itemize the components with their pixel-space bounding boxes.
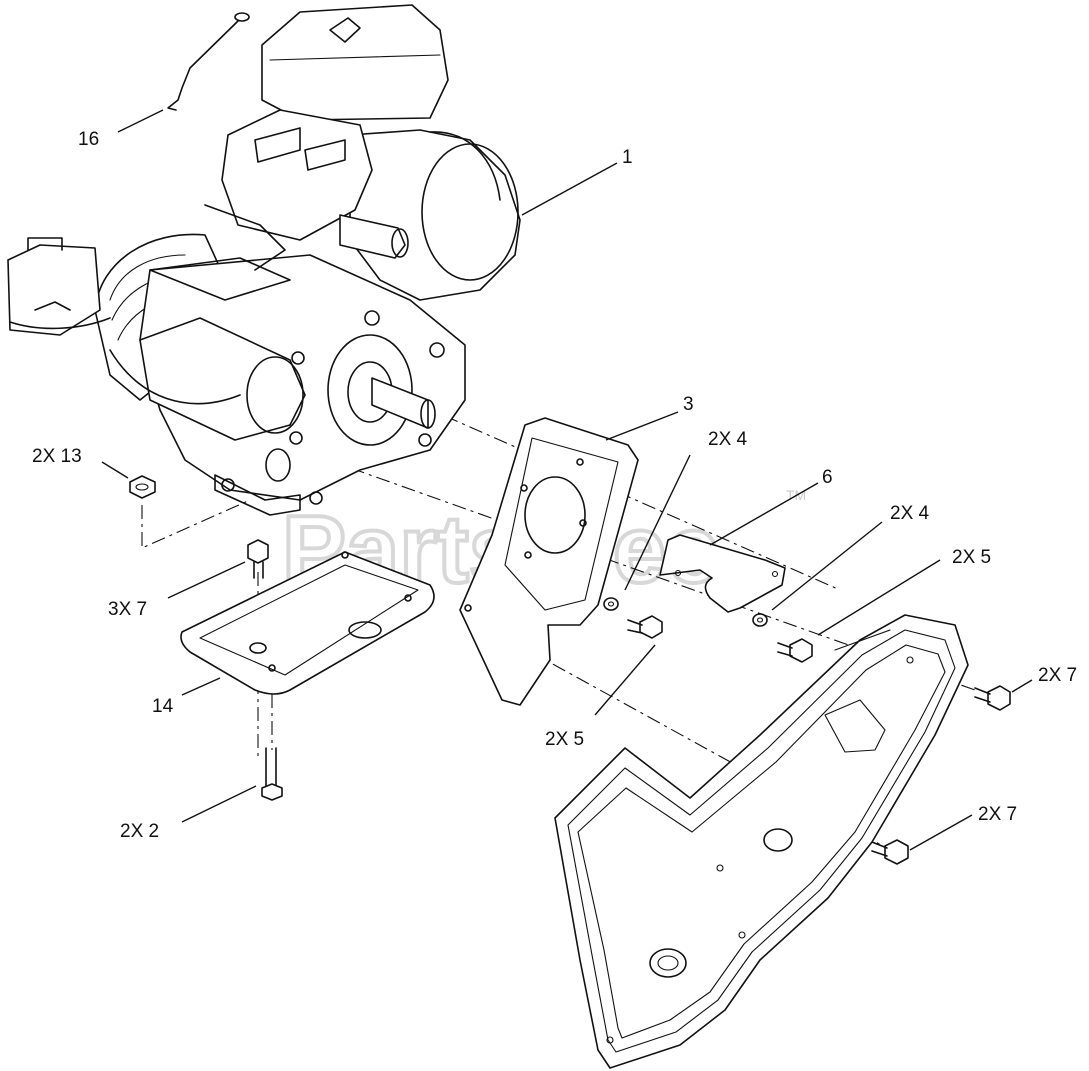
washer-part-4-left (603, 597, 619, 611)
leader-lines (101, 109, 1033, 851)
callout-14: 14 (152, 696, 174, 717)
callout-2x-4-left: 2X 4 (708, 429, 748, 450)
callout-3: 3 (683, 394, 694, 415)
callout-6: 6 (822, 467, 833, 488)
flange-nut-part-13 (129, 475, 156, 499)
callout-2x-2: 2X 2 (120, 821, 159, 842)
chain-case-housing (554, 614, 969, 1069)
callout-2x-13: 2X 13 (32, 446, 82, 467)
callout-16: 16 (78, 129, 99, 150)
bolt-part-7-upper-right (974, 685, 1011, 711)
callout-2x-5-left: 2X 5 (545, 729, 584, 750)
callout-3x-7: 3X 7 (108, 599, 147, 620)
callout-2x-4-right: 2X 4 (890, 503, 930, 524)
dipstick-part-16 (167, 12, 250, 111)
callout-2x-5-right: 2X 5 (952, 547, 991, 568)
callout-labels: 1 16 3 2X 4 6 2X 4 2X 5 2X 13 3X 7 14 2X… (32, 129, 1077, 842)
bolt-part-2 (261, 747, 283, 801)
bracket-part-6 (659, 534, 786, 613)
bolt-part-5-right (777, 638, 813, 663)
bolt-part-5-left (627, 615, 663, 639)
washer-part-4-right (752, 613, 768, 627)
engine-part-1 (7, 4, 521, 516)
callout-1: 1 (622, 147, 633, 168)
callout-2x-7-upper: 2X 7 (1038, 665, 1077, 686)
mounting-plate-part-3 (459, 417, 639, 706)
bolt-part-7-vertical (247, 539, 269, 579)
heat-shield-part-14 (180, 551, 435, 695)
callout-2x-7-lower: 2X 7 (978, 804, 1017, 825)
bolt-part-7-lower-right (871, 839, 909, 865)
